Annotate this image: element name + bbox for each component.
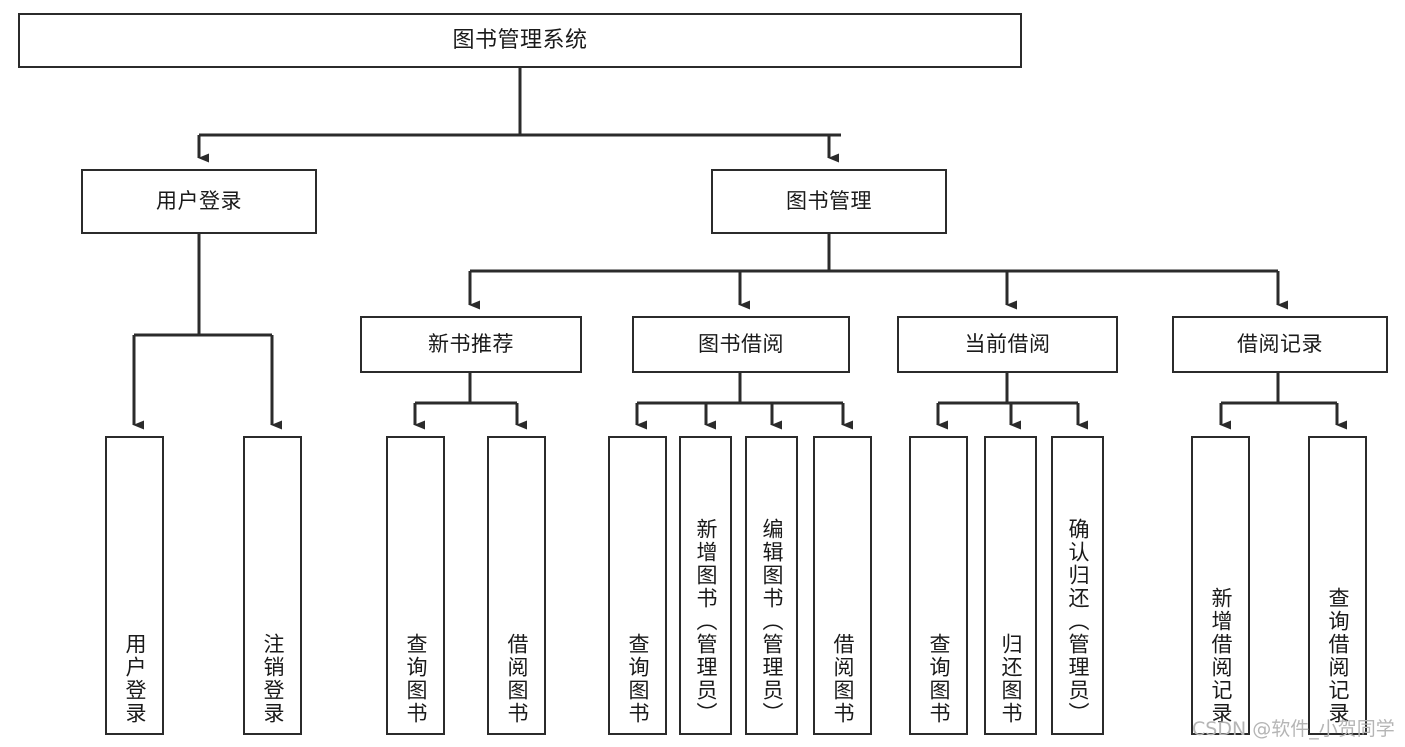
node-root[interactable]: 图书管理系统 [18,13,1022,68]
node-leaf-add-record-label: 新增借阅记录 [1209,587,1233,725]
node-leaf-query-book-3[interactable]: 查询图书 [909,436,968,735]
node-leaf-user-login-label: 用户登录 [123,633,147,725]
node-leaf-borrow-book-2-label: 借阅图书 [831,633,855,725]
node-book-management[interactable]: 图书管理 [711,169,947,234]
node-current-borrow-label: 当前借阅 [964,332,1051,357]
node-leaf-edit-book[interactable]: 编辑图书（管理员） [745,436,798,735]
node-leaf-user-logout-label: 注销登录 [261,633,285,725]
node-borrow-record-label: 借阅记录 [1237,332,1323,357]
node-leaf-user-logout[interactable]: 注销登录 [243,436,302,735]
node-leaf-query-record-label: 查询借阅记录 [1326,587,1350,725]
node-leaf-borrow-book-1-label: 借阅图书 [505,633,529,725]
node-leaf-edit-book-label: 编辑图书（管理员） [760,518,784,725]
node-new-book-recommend[interactable]: 新书推荐 [360,316,582,373]
node-leaf-query-book-1-label: 查询图书 [404,633,428,725]
node-new-book-recommend-label: 新书推荐 [428,332,514,357]
node-leaf-query-book-1[interactable]: 查询图书 [386,436,445,735]
node-leaf-return-book-label: 归还图书 [999,633,1023,725]
node-root-label: 图书管理系统 [452,27,588,53]
node-leaf-add-record[interactable]: 新增借阅记录 [1191,436,1250,735]
node-leaf-query-book-2[interactable]: 查询图书 [608,436,667,735]
node-leaf-borrow-book-2[interactable]: 借阅图书 [813,436,872,735]
node-book-borrow[interactable]: 图书借阅 [632,316,850,373]
node-borrow-record[interactable]: 借阅记录 [1172,316,1388,373]
node-book-borrow-label: 图书借阅 [698,332,784,357]
node-leaf-confirm-return[interactable]: 确认归还（管理员） [1051,436,1104,735]
node-leaf-return-book[interactable]: 归还图书 [984,436,1037,735]
node-leaf-borrow-book-1[interactable]: 借阅图书 [487,436,546,735]
node-leaf-query-record[interactable]: 查询借阅记录 [1308,436,1367,735]
node-leaf-user-login[interactable]: 用户登录 [105,436,164,735]
node-leaf-add-book[interactable]: 新增图书（管理员） [679,436,732,735]
node-book-management-label: 图书管理 [786,189,872,214]
node-leaf-confirm-return-label: 确认归还（管理员） [1066,518,1090,725]
node-current-borrow[interactable]: 当前借阅 [897,316,1118,373]
node-leaf-add-book-label: 新增图书（管理员） [694,518,718,725]
node-leaf-query-book-3-label: 查询图书 [927,633,951,725]
csdn-watermark: CSDN @软件_小贺同学 [1192,718,1395,740]
node-user-login-label: 用户登录 [156,189,242,214]
node-user-login[interactable]: 用户登录 [81,169,317,234]
node-leaf-query-book-2-label: 查询图书 [626,633,650,725]
